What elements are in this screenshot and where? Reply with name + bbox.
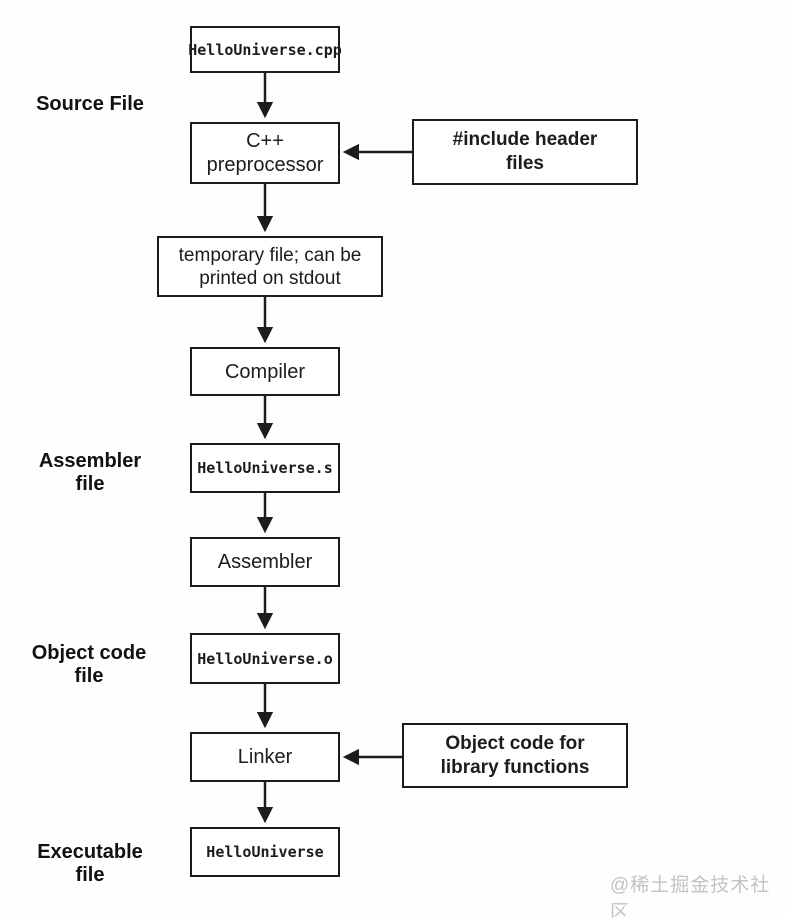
node-source-file-label: HelloUniverse.cpp: [188, 40, 342, 59]
node-object-file-label: HelloUniverse.o: [197, 649, 333, 668]
node-include-headers: #include header files: [412, 119, 638, 185]
stage-label-executable-file-line1: Executable: [37, 841, 143, 863]
juejin-watermark: @稀土掘金技术社区: [610, 875, 771, 918]
node-source-file: HelloUniverse.cpp: [188, 26, 342, 73]
node-preprocessor: C++ preprocessor: [190, 122, 340, 184]
node-temporary-file-line1: temporary file; can be: [178, 244, 362, 266]
node-library-object-code-line2: library functions: [440, 756, 590, 778]
node-linker: Linker: [190, 732, 340, 782]
stage-label-assembler-file: Assembler file: [20, 450, 160, 496]
node-assembler: Assembler: [190, 537, 340, 587]
node-object-file: HelloUniverse.o: [190, 633, 340, 684]
node-temporary-file: temporary file; can be printed on stdout: [157, 236, 383, 297]
node-include-headers-line2: files: [505, 153, 545, 174]
stage-label-executable-file-line2: file: [75, 864, 105, 886]
node-compiler-label: Compiler: [224, 360, 306, 383]
stage-label-object-code-file-line1: Object code: [31, 642, 147, 664]
node-preprocessor-line1: C++: [246, 130, 284, 152]
stage-label-assembler-file-line2: file: [75, 473, 105, 495]
node-assembly-file-label: HelloUniverse.s: [197, 459, 333, 477]
node-executable-label: HelloUniverse: [206, 843, 324, 861]
node-preprocessor-line2: preprocessor: [206, 154, 324, 176]
node-include-headers-line1: #include header: [452, 129, 598, 150]
node-compiler: Compiler: [190, 347, 340, 396]
stage-label-source-file-line1: Source File: [36, 93, 144, 115]
node-library-object-code-line1: Object code for: [445, 732, 585, 754]
stage-label-source-file: Source File: [20, 93, 160, 116]
stage-label-executable-file: Executable file: [20, 841, 160, 887]
stage-label-object-code-file: Object code file: [14, 642, 164, 688]
stage-label-assembler-file-line1: Assembler: [38, 450, 142, 472]
node-temporary-file-line2: printed on stdout: [199, 267, 341, 289]
node-library-object-code: Object code for library functions: [402, 723, 628, 788]
node-assembly-file: HelloUniverse.s: [190, 443, 340, 493]
stage-label-object-code-file-line2: file: [74, 665, 104, 687]
node-assembler-label: Assembler: [217, 551, 313, 573]
node-executable: HelloUniverse: [190, 827, 340, 877]
node-linker-label: Linker: [237, 746, 293, 768]
